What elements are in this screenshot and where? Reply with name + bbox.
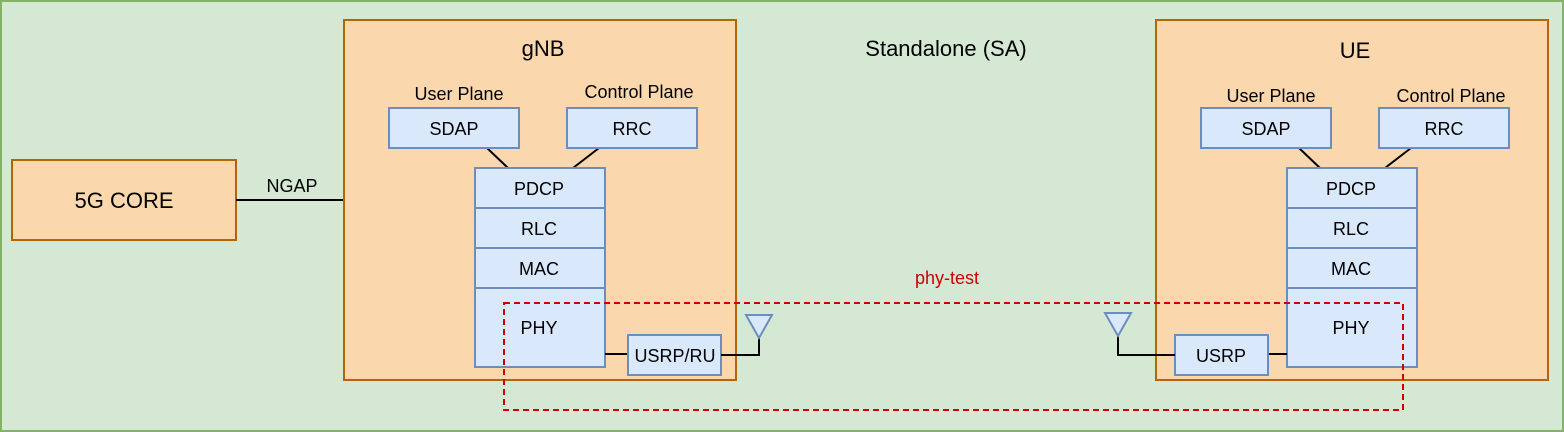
ue-rrc-label: RRC bbox=[1425, 119, 1464, 139]
ue-rlc-box bbox=[1286, 207, 1418, 249]
ue-sdap-label: SDAP bbox=[1241, 119, 1290, 139]
gnb-radio-box bbox=[627, 334, 722, 376]
gnb-sdap-label: SDAP bbox=[429, 119, 478, 139]
gnb-rrc-label: RRC bbox=[613, 119, 652, 139]
ue-mac-label: MAC bbox=[1331, 259, 1371, 279]
ue-radio-label: USRP bbox=[1196, 346, 1246, 366]
core-box bbox=[11, 159, 237, 241]
gnb-sdap-pdcp-link bbox=[486, 147, 509, 169]
gnb-mac-label: MAC bbox=[519, 259, 559, 279]
gnb-title: gNB bbox=[522, 36, 565, 61]
gnb-antenna-icon bbox=[721, 314, 774, 356]
ue-sdap-box bbox=[1200, 107, 1332, 149]
gnb-pdcp-label: PDCP bbox=[514, 179, 564, 199]
gnb-sdap-box bbox=[388, 107, 520, 149]
diagram-title: Standalone (SA) bbox=[865, 36, 1026, 61]
ue-title: UE bbox=[1340, 38, 1371, 63]
ue-control-plane-label: Control Plane bbox=[1396, 86, 1505, 106]
phy-test-label: phy-test bbox=[915, 268, 979, 288]
ue-radio-box bbox=[1174, 334, 1269, 376]
gnb-user-plane-label: User Plane bbox=[414, 84, 503, 104]
ue-user-plane-label: User Plane bbox=[1226, 86, 1315, 106]
gnb-phy-label: PHY bbox=[520, 318, 557, 338]
ue-phy-box bbox=[1286, 287, 1418, 368]
core-label: 5G CORE bbox=[74, 188, 173, 213]
ue-rlc-label: RLC bbox=[1333, 219, 1369, 239]
ue-phy-label: PHY bbox=[1332, 318, 1369, 338]
ue-pdcp-box bbox=[1286, 167, 1418, 209]
ue-rrc-pdcp-link bbox=[1384, 147, 1412, 169]
gnb-phy-box bbox=[474, 287, 606, 368]
ue-mac-box bbox=[1286, 247, 1418, 289]
gnb-rlc-label: RLC bbox=[521, 219, 557, 239]
ue-antenna-icon bbox=[1103, 312, 1175, 356]
gnb-radio-label: USRP/RU bbox=[634, 346, 715, 366]
gnb-rrc-pdcp-link bbox=[572, 147, 600, 169]
gnb-mac-box bbox=[474, 247, 606, 289]
ue-pdcp-label: PDCP bbox=[1326, 179, 1376, 199]
ngap-label: NGAP bbox=[266, 176, 317, 196]
phy-test-region bbox=[503, 302, 1404, 411]
gnb-rrc-box bbox=[566, 107, 698, 149]
ue-sdap-pdcp-link bbox=[1298, 147, 1321, 169]
gnb-control-plane-label: Control Plane bbox=[584, 82, 693, 102]
gnb-rlc-box bbox=[474, 207, 606, 249]
ue-rrc-box bbox=[1378, 107, 1510, 149]
